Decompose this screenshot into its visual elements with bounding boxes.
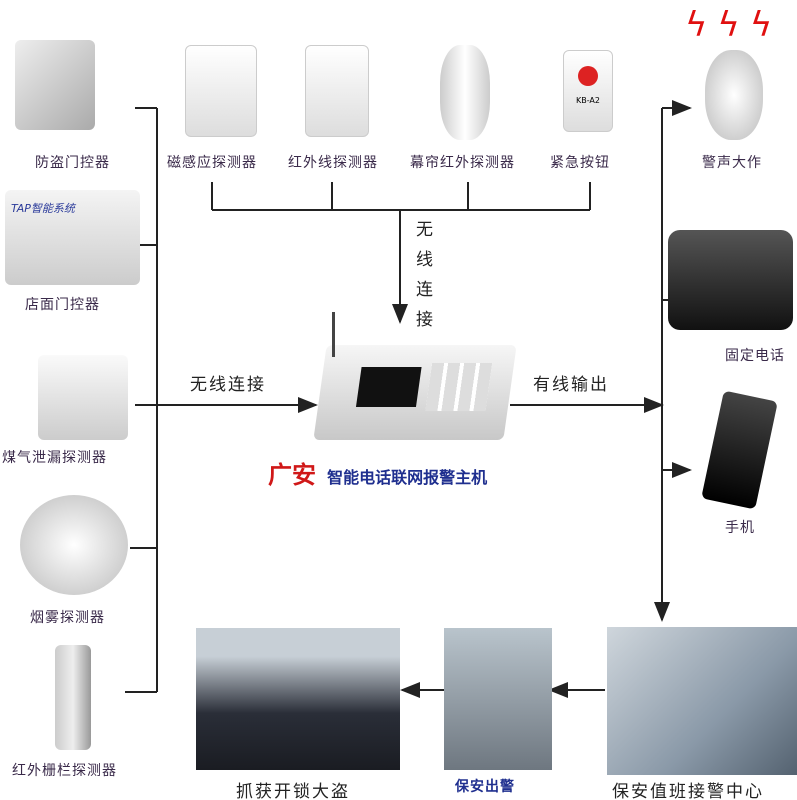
label-emergency-button: 紧急按钮	[550, 155, 610, 171]
label-mobile-phone: 手机	[725, 520, 755, 536]
alarm-host-image	[313, 345, 517, 440]
label-infrared-barrier: 红外栅栏探测器	[12, 763, 117, 779]
label-curtain-detector: 幕帘红外探测器	[410, 155, 515, 171]
label-store-controller: 店面门控器	[25, 297, 100, 313]
desk-phone-image	[668, 230, 793, 330]
emergency-button-model: KB-A2	[575, 96, 600, 105]
host-name: 智能电话联网报警主机	[327, 468, 488, 487]
label-gas-detector: 煤气泄漏探测器	[2, 450, 107, 466]
curtain-detector-image	[440, 45, 490, 140]
host-screen	[355, 367, 422, 407]
siren-image	[705, 50, 763, 140]
label-police-dispatch: 保安出警	[455, 779, 515, 795]
label-magnetic-sensor: 磁感应探测器	[167, 155, 257, 171]
store-controller-image: TAP智能系统	[5, 190, 140, 285]
label-arrest: 抓获开锁大盗	[236, 782, 350, 800]
alarm-lightning-icon: ϟϟϟ	[685, 5, 783, 45]
wired-output-label: 有线输出	[533, 375, 609, 395]
host-antenna	[332, 312, 335, 357]
store-controller-text: TAP智能系统	[11, 202, 75, 215]
host-title: 广安 智能电话联网报警主机	[268, 455, 487, 490]
label-infrared-detector: 红外线探测器	[288, 155, 378, 171]
red-button	[578, 66, 598, 86]
label-smoke-detector: 烟雾探测器	[30, 610, 105, 626]
label-door-controller: 防盗门控器	[35, 155, 110, 171]
label-desk-phone: 固定电话	[725, 348, 785, 364]
infrared-barrier-image	[55, 645, 91, 750]
label-call-center: 保安值班接警中心	[612, 782, 764, 800]
gas-detector-image	[38, 355, 128, 440]
magnetic-sensor-image	[185, 45, 257, 137]
label-siren: 警声大作	[702, 155, 762, 171]
arrest-photo	[196, 628, 400, 770]
call-center-photo	[607, 627, 797, 775]
emergency-button-image: KB-A2	[563, 50, 613, 132]
wireless-top-label: 无线连接	[416, 220, 435, 330]
smoke-detector-image	[20, 495, 128, 595]
infrared-detector-image	[305, 45, 369, 137]
police-dispatch-photo	[444, 628, 552, 770]
door-controller-image	[15, 40, 95, 130]
host-brand: 广安	[268, 461, 316, 489]
wireless-left-label: 无线连接	[190, 375, 266, 395]
host-keypad	[425, 363, 493, 411]
